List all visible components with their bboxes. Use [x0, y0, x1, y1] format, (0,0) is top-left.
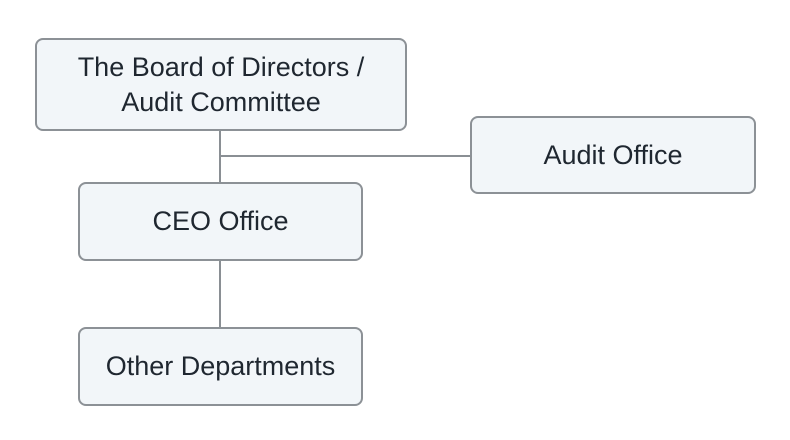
node-audit-office: Audit Office [470, 116, 756, 194]
node-board-label: The Board of Directors / Audit Committee [77, 51, 365, 117]
node-other-departments: Other Departments [78, 327, 363, 406]
node-other-departments-label: Other Departments [105, 351, 336, 381]
connector-to-audit-office [220, 155, 471, 157]
node-ceo-office-label: CEO Office [152, 206, 289, 236]
node-audit-office-label: Audit Office [543, 139, 683, 170]
connector-ceo-to-departments [219, 260, 221, 328]
node-board-of-directors: The Board of Directors / Audit Committee [35, 38, 407, 131]
node-ceo-office: CEO Office [78, 182, 363, 261]
